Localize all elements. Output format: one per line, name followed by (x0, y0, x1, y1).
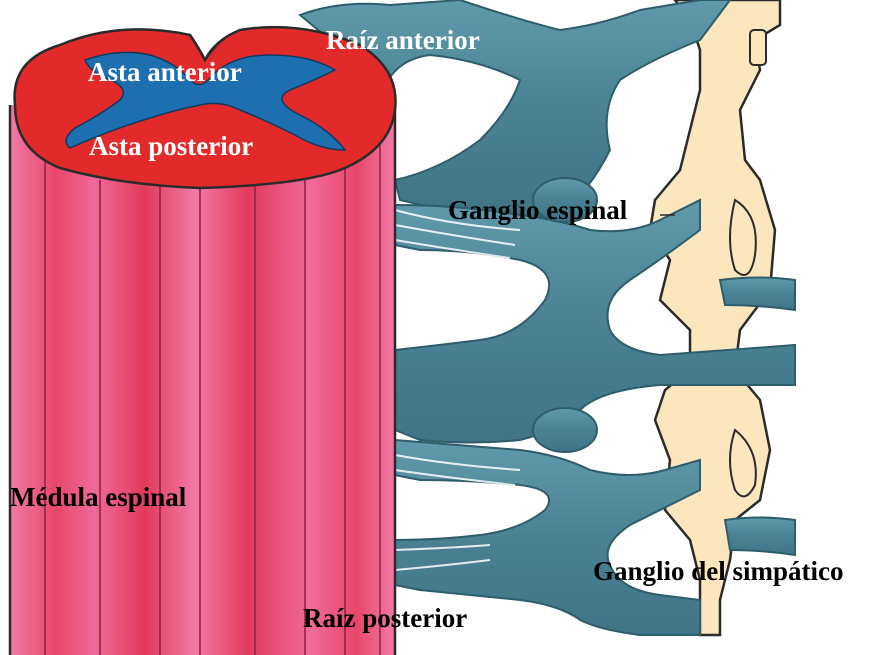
label-raiz-posterior: Raíz posterior (303, 605, 467, 632)
label-ganglio-simpatico: Ganglio del simpático (593, 558, 844, 585)
label-medula-espinal: Médula espinal (10, 484, 186, 511)
label-raiz-anterior: Raíz anterior (326, 27, 480, 54)
label-asta-anterior: Asta anterior (88, 59, 242, 86)
label-asta-posterior: Asta posterior (89, 133, 253, 160)
label-ganglio-espinal: Ganglio espinal (448, 197, 627, 224)
